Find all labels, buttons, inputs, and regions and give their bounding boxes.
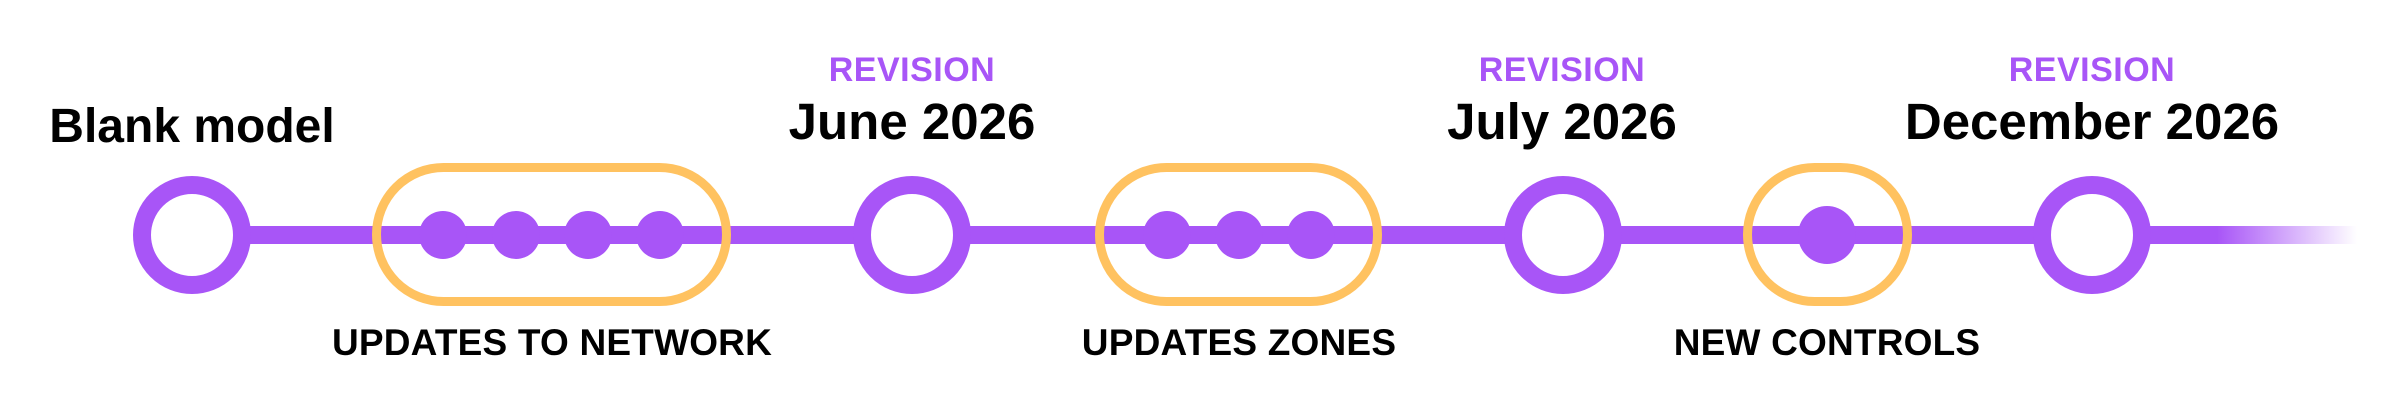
update-dot-icon (1287, 211, 1335, 259)
milestone-july-date: July 2026 (1447, 93, 1677, 150)
update-dot-icon (636, 211, 684, 259)
december-ring-milestone-icon (2033, 176, 2151, 294)
update-group-controls-caption: NEW CONTROLS (1673, 322, 1981, 363)
milestone-december-date: December 2026 (1904, 93, 2280, 150)
update-dot-icon (1798, 206, 1856, 264)
update-dot-icon (1143, 211, 1191, 259)
milestone-june-date: June 2026 (788, 93, 1036, 150)
timeline-continues-fade (2217, 226, 2357, 244)
timeline-track (192, 226, 2218, 244)
milestone-december-kicker: REVISION (2008, 51, 2176, 89)
milestone-june-kicker: REVISION (828, 51, 996, 89)
update-dot-icon (419, 211, 467, 259)
update-group-zones-outline (1095, 163, 1382, 306)
update-group-network-outline (372, 163, 731, 306)
july-ring-milestone-icon (1504, 176, 1622, 294)
update-group-controls-dots (1798, 206, 1856, 264)
start-ring-milestone-icon (133, 176, 251, 294)
update-group-network-dots (419, 211, 684, 259)
update-group-zones-caption: UPDATES ZONES (1081, 322, 1397, 363)
update-group-zones-dots (1143, 211, 1335, 259)
update-group-network-caption: UPDATES TO NETWORK (331, 322, 773, 363)
milestone-july-kicker: REVISION (1478, 51, 1646, 89)
update-group-controls-outline (1743, 163, 1912, 306)
update-dot-icon (492, 211, 540, 259)
june-ring-milestone-icon (853, 176, 971, 294)
update-dot-icon (1215, 211, 1263, 259)
start-title: Blank model (49, 100, 335, 153)
update-dot-icon (564, 211, 612, 259)
